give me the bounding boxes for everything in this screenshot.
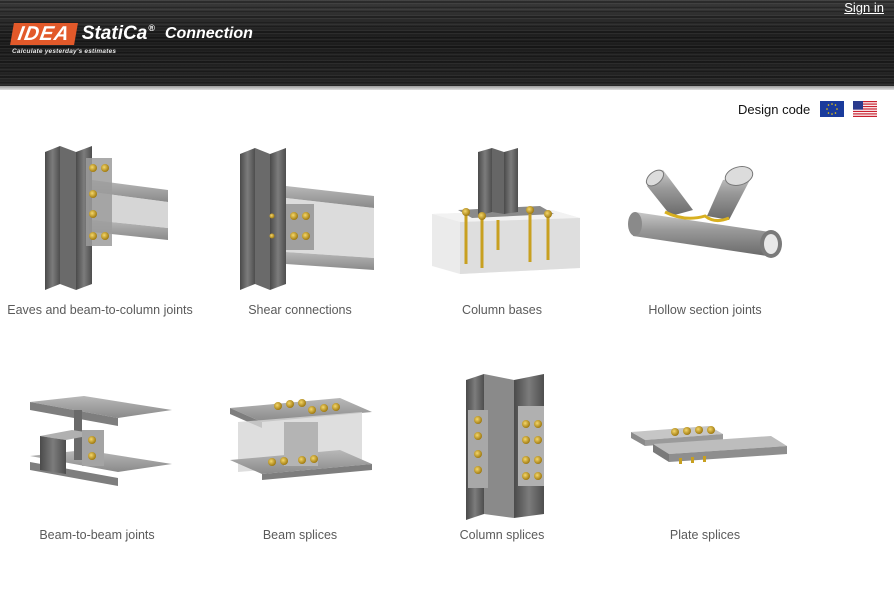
category-label: Eaves and beam-to-column joints [7,303,193,317]
plate-splice-icon [631,426,787,464]
sign-in-link[interactable]: Sign in [844,0,884,15]
eu-flag-icon[interactable] [820,101,845,117]
eaves-joint-icon [45,146,168,290]
beam-splice-icon [230,398,372,480]
category-tile-eaves[interactable]: Eaves and beam-to-column joints [0,140,200,370]
category-tile-hollow[interactable]: Hollow section joints [605,140,805,370]
logo-mark: IDEA [10,23,78,45]
category-label: Beam-to-beam joints [39,528,155,542]
category-tile-column-bases[interactable]: Column bases [402,140,602,370]
design-code-label: Design code [738,101,811,117]
logo[interactable]: IDEA StatiCa® Connection [10,22,253,46]
category-label: Column bases [462,303,542,317]
beam-to-beam-icon [30,396,172,486]
header-banner: IDEA StatiCa® Connection Calculate yeste… [0,0,894,88]
tagline: Calculate yesterday's estimates [12,48,117,55]
category-label: Shear connections [248,303,352,317]
design-code-selector: Design code [738,100,886,118]
category-label: Beam splices [262,528,338,542]
category-tile-beam-to-beam[interactable]: Beam-to-beam joints [0,366,200,596]
column-base-icon [432,148,580,274]
us-flag-icon[interactable] [853,101,878,117]
category-tile-column-splices[interactable]: Column splices [402,366,602,596]
category-tile-beam-splices[interactable]: Beam splices [200,366,400,596]
category-tile-shear[interactable]: Shear connections [200,140,400,370]
category-tile-plate-splices[interactable]: Plate splices [605,366,805,596]
category-label: Plate splices [669,528,741,542]
header-divider [0,86,894,90]
category-label: Column splices [459,528,545,542]
column-splice-icon [466,374,544,520]
shear-connection-icon [240,148,374,290]
logo-product: StatiCa® [81,23,155,44]
category-label: Hollow section joints [648,303,762,317]
logo-module: Connection [164,25,253,42]
hollow-section-icon [628,166,782,258]
